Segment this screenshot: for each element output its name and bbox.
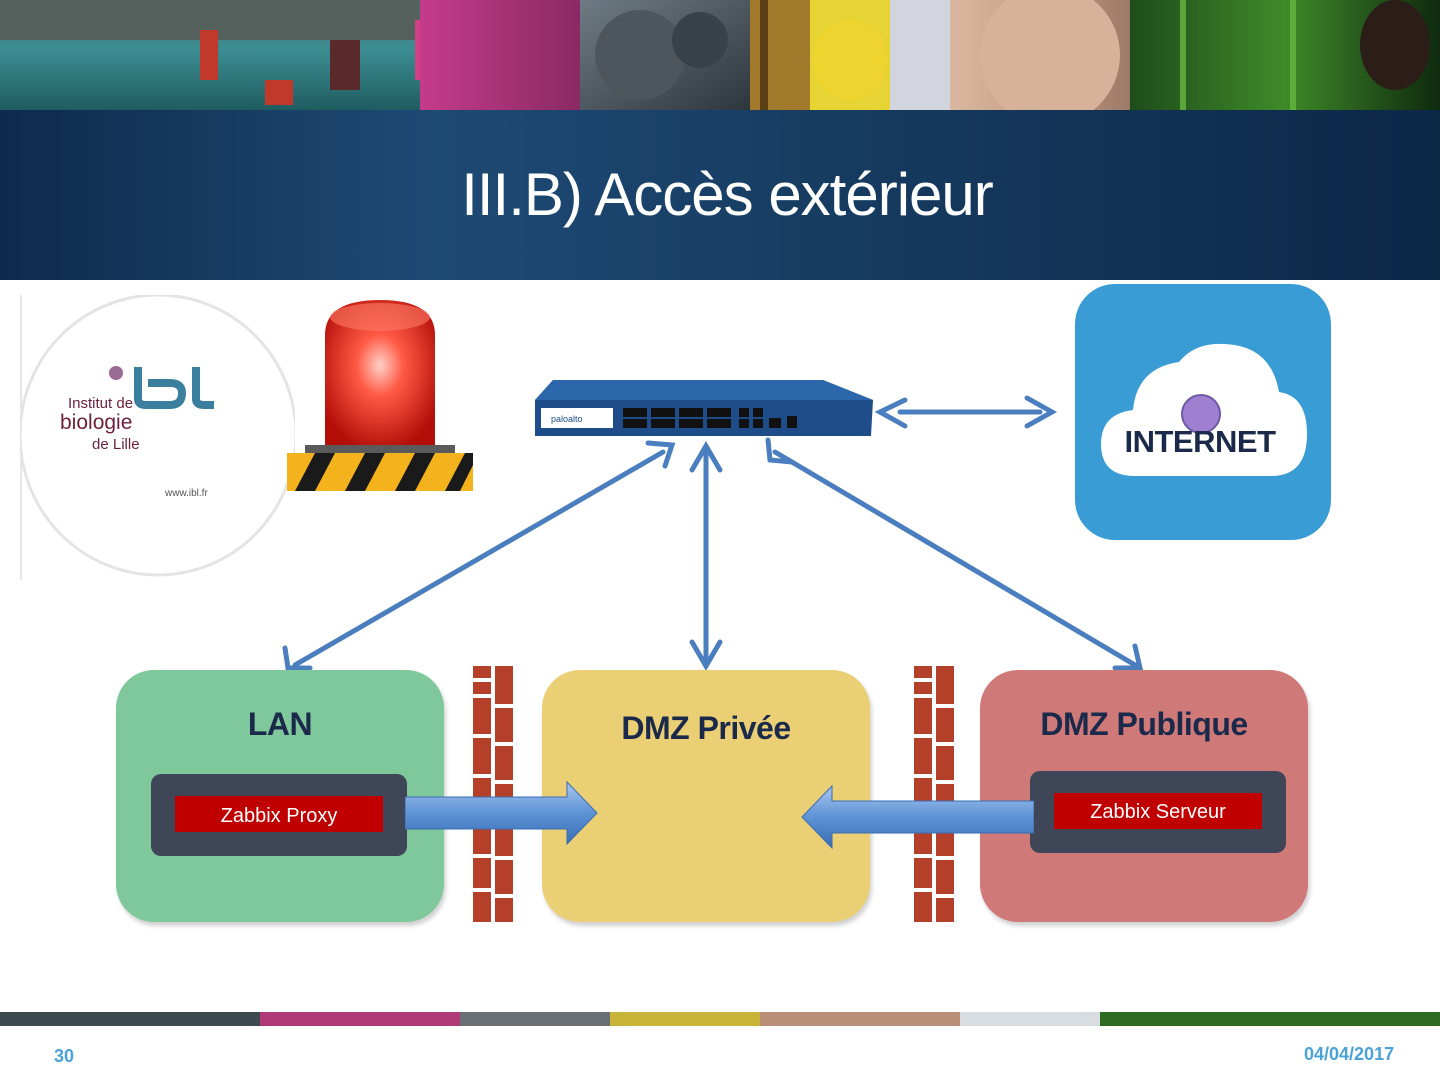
logo-line-2: biologie [60, 411, 133, 434]
arrow-lan-to-dmz-private [405, 780, 598, 846]
internet-tile [1075, 284, 1331, 540]
zone-dmz-private: DMZ Privée [542, 670, 870, 922]
alarm-beacon-icon [285, 295, 475, 495]
firewall-brand: paloalto [551, 414, 583, 424]
title-bar [0, 110, 1440, 280]
slide-number: 30 [54, 1046, 75, 1066]
arrow-firewall-dmz-public [772, 449, 1138, 668]
header-photo-strip [0, 0, 1440, 110]
zone-dmz-public: DMZ Publique Zabbix Serveur [980, 670, 1308, 922]
header-photo-collage [0, 0, 1440, 110]
slide-title: III.B) Accès extérieur [461, 161, 994, 228]
zone-lan-title: LAN [247, 706, 313, 742]
zone-lan: LAN Zabbix Proxy [116, 670, 444, 922]
logo-line-1: Institut de [68, 395, 134, 412]
network-switch-icon: paloalto [533, 378, 875, 440]
zabbix-proxy-label: Zabbix Proxy [175, 796, 383, 832]
zone-dmz-public-title: DMZ Publique [1040, 706, 1248, 742]
ibl-logo-graphic [18, 293, 298, 580]
logo-url: www.ibl.fr [165, 488, 208, 499]
logo-line-3: de Lille [92, 436, 140, 453]
zone-dmz-private-title: DMZ Privée [621, 710, 791, 746]
dmz-public-host-box: Zabbix Serveur [1030, 771, 1286, 853]
footer-photo-strip [0, 1012, 1440, 1026]
arrow-dmz-public-to-dmz-private [801, 784, 1034, 850]
internet-label: INTERNET [1124, 424, 1277, 459]
cloud-icon [1101, 343, 1307, 476]
lan-host-box: Zabbix Proxy [151, 774, 407, 856]
slide-date: 04/04/2017 [1304, 1044, 1395, 1064]
ibl-logo: Institut de biologie de Lille www.ibl.fr [18, 293, 298, 580]
zabbix-server-label: Zabbix Serveur [1054, 793, 1262, 829]
arrow-firewall-lan [292, 449, 666, 668]
